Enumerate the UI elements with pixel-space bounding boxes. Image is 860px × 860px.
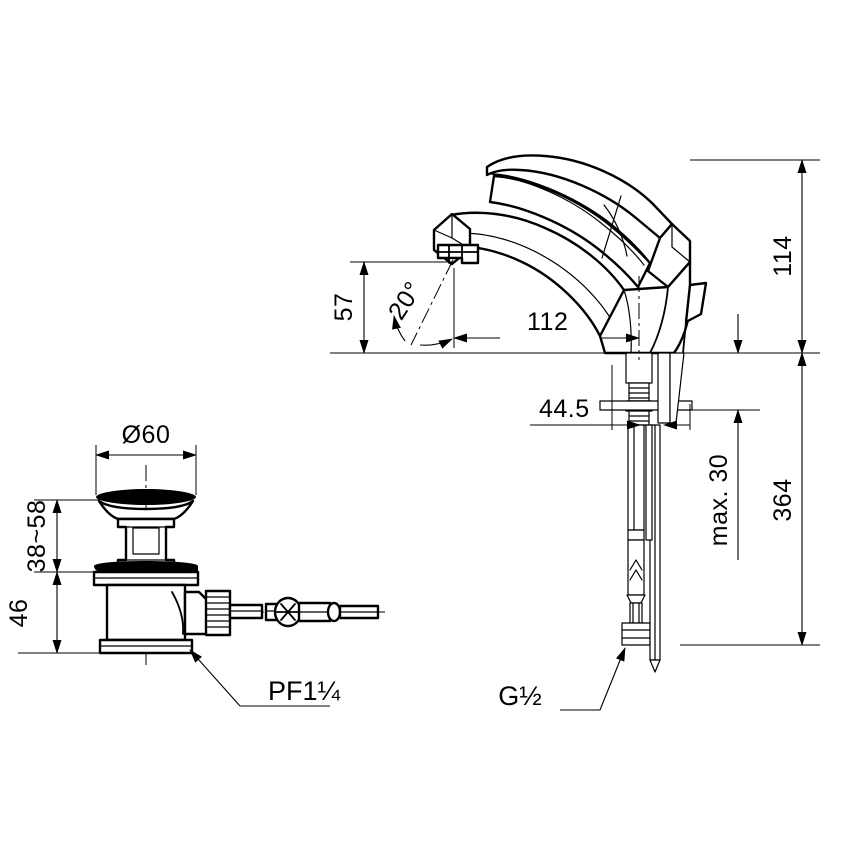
dim-label-38-58: 38~58 xyxy=(23,500,51,573)
waste-flange xyxy=(92,561,200,587)
dim-label-114: 114 xyxy=(769,235,797,276)
dimension-angle-20deg: 20° xyxy=(383,259,454,349)
dim-label-46: 46 xyxy=(5,599,33,628)
popup-stopper-cap xyxy=(96,489,196,521)
callout-supply-thread: G½ xyxy=(498,647,626,711)
dimension-height-364: 364 xyxy=(680,352,820,646)
lift-rod-pivot xyxy=(273,596,303,628)
dim-label-max30: max. 30 xyxy=(705,454,733,546)
waste-retaining-nut xyxy=(204,589,232,637)
stopper-window xyxy=(132,527,160,555)
faucet-shank xyxy=(599,352,693,426)
dimension-upper-38-58: 38~58 xyxy=(23,499,100,573)
dim-label-20deg: 20° xyxy=(383,277,428,325)
dimension-shank-44-5: 44.5 xyxy=(530,365,691,430)
dim-label-112: 112 xyxy=(527,308,568,336)
mounting-washer xyxy=(599,400,693,411)
dim-label-57: 57 xyxy=(330,293,358,322)
dim-label-diameter-60: Ø60 xyxy=(122,421,171,449)
popup-lift-lever xyxy=(682,281,708,354)
faucet-assembly xyxy=(330,154,820,673)
supply-tubes xyxy=(621,424,661,673)
callout-waste-thread: PF1¼ xyxy=(189,649,341,707)
dimension-height-114: 114 xyxy=(690,159,820,354)
dimension-deck-max30: max. 30 xyxy=(692,314,760,560)
supply-inlet-nut xyxy=(621,622,651,646)
popup-stopper-stem xyxy=(116,517,176,573)
waste-body xyxy=(98,583,214,655)
dim-label-44-5: 44.5 xyxy=(539,395,590,423)
dimension-lower-46: 46 xyxy=(5,571,100,654)
dimension-flange-diameter: Ø60 xyxy=(95,421,197,495)
dim-label-364: 364 xyxy=(769,478,797,521)
callout-label-g-half: G½ xyxy=(498,681,542,711)
lift-rod-assembly xyxy=(228,596,380,628)
callout-label-pf-1-1-4: PF1¼ xyxy=(268,676,341,706)
popup-waste-assembly xyxy=(92,465,385,665)
dimension-spout-height-57: 57 xyxy=(330,261,452,354)
dimension-spout-reach-112: 112 xyxy=(453,268,640,360)
